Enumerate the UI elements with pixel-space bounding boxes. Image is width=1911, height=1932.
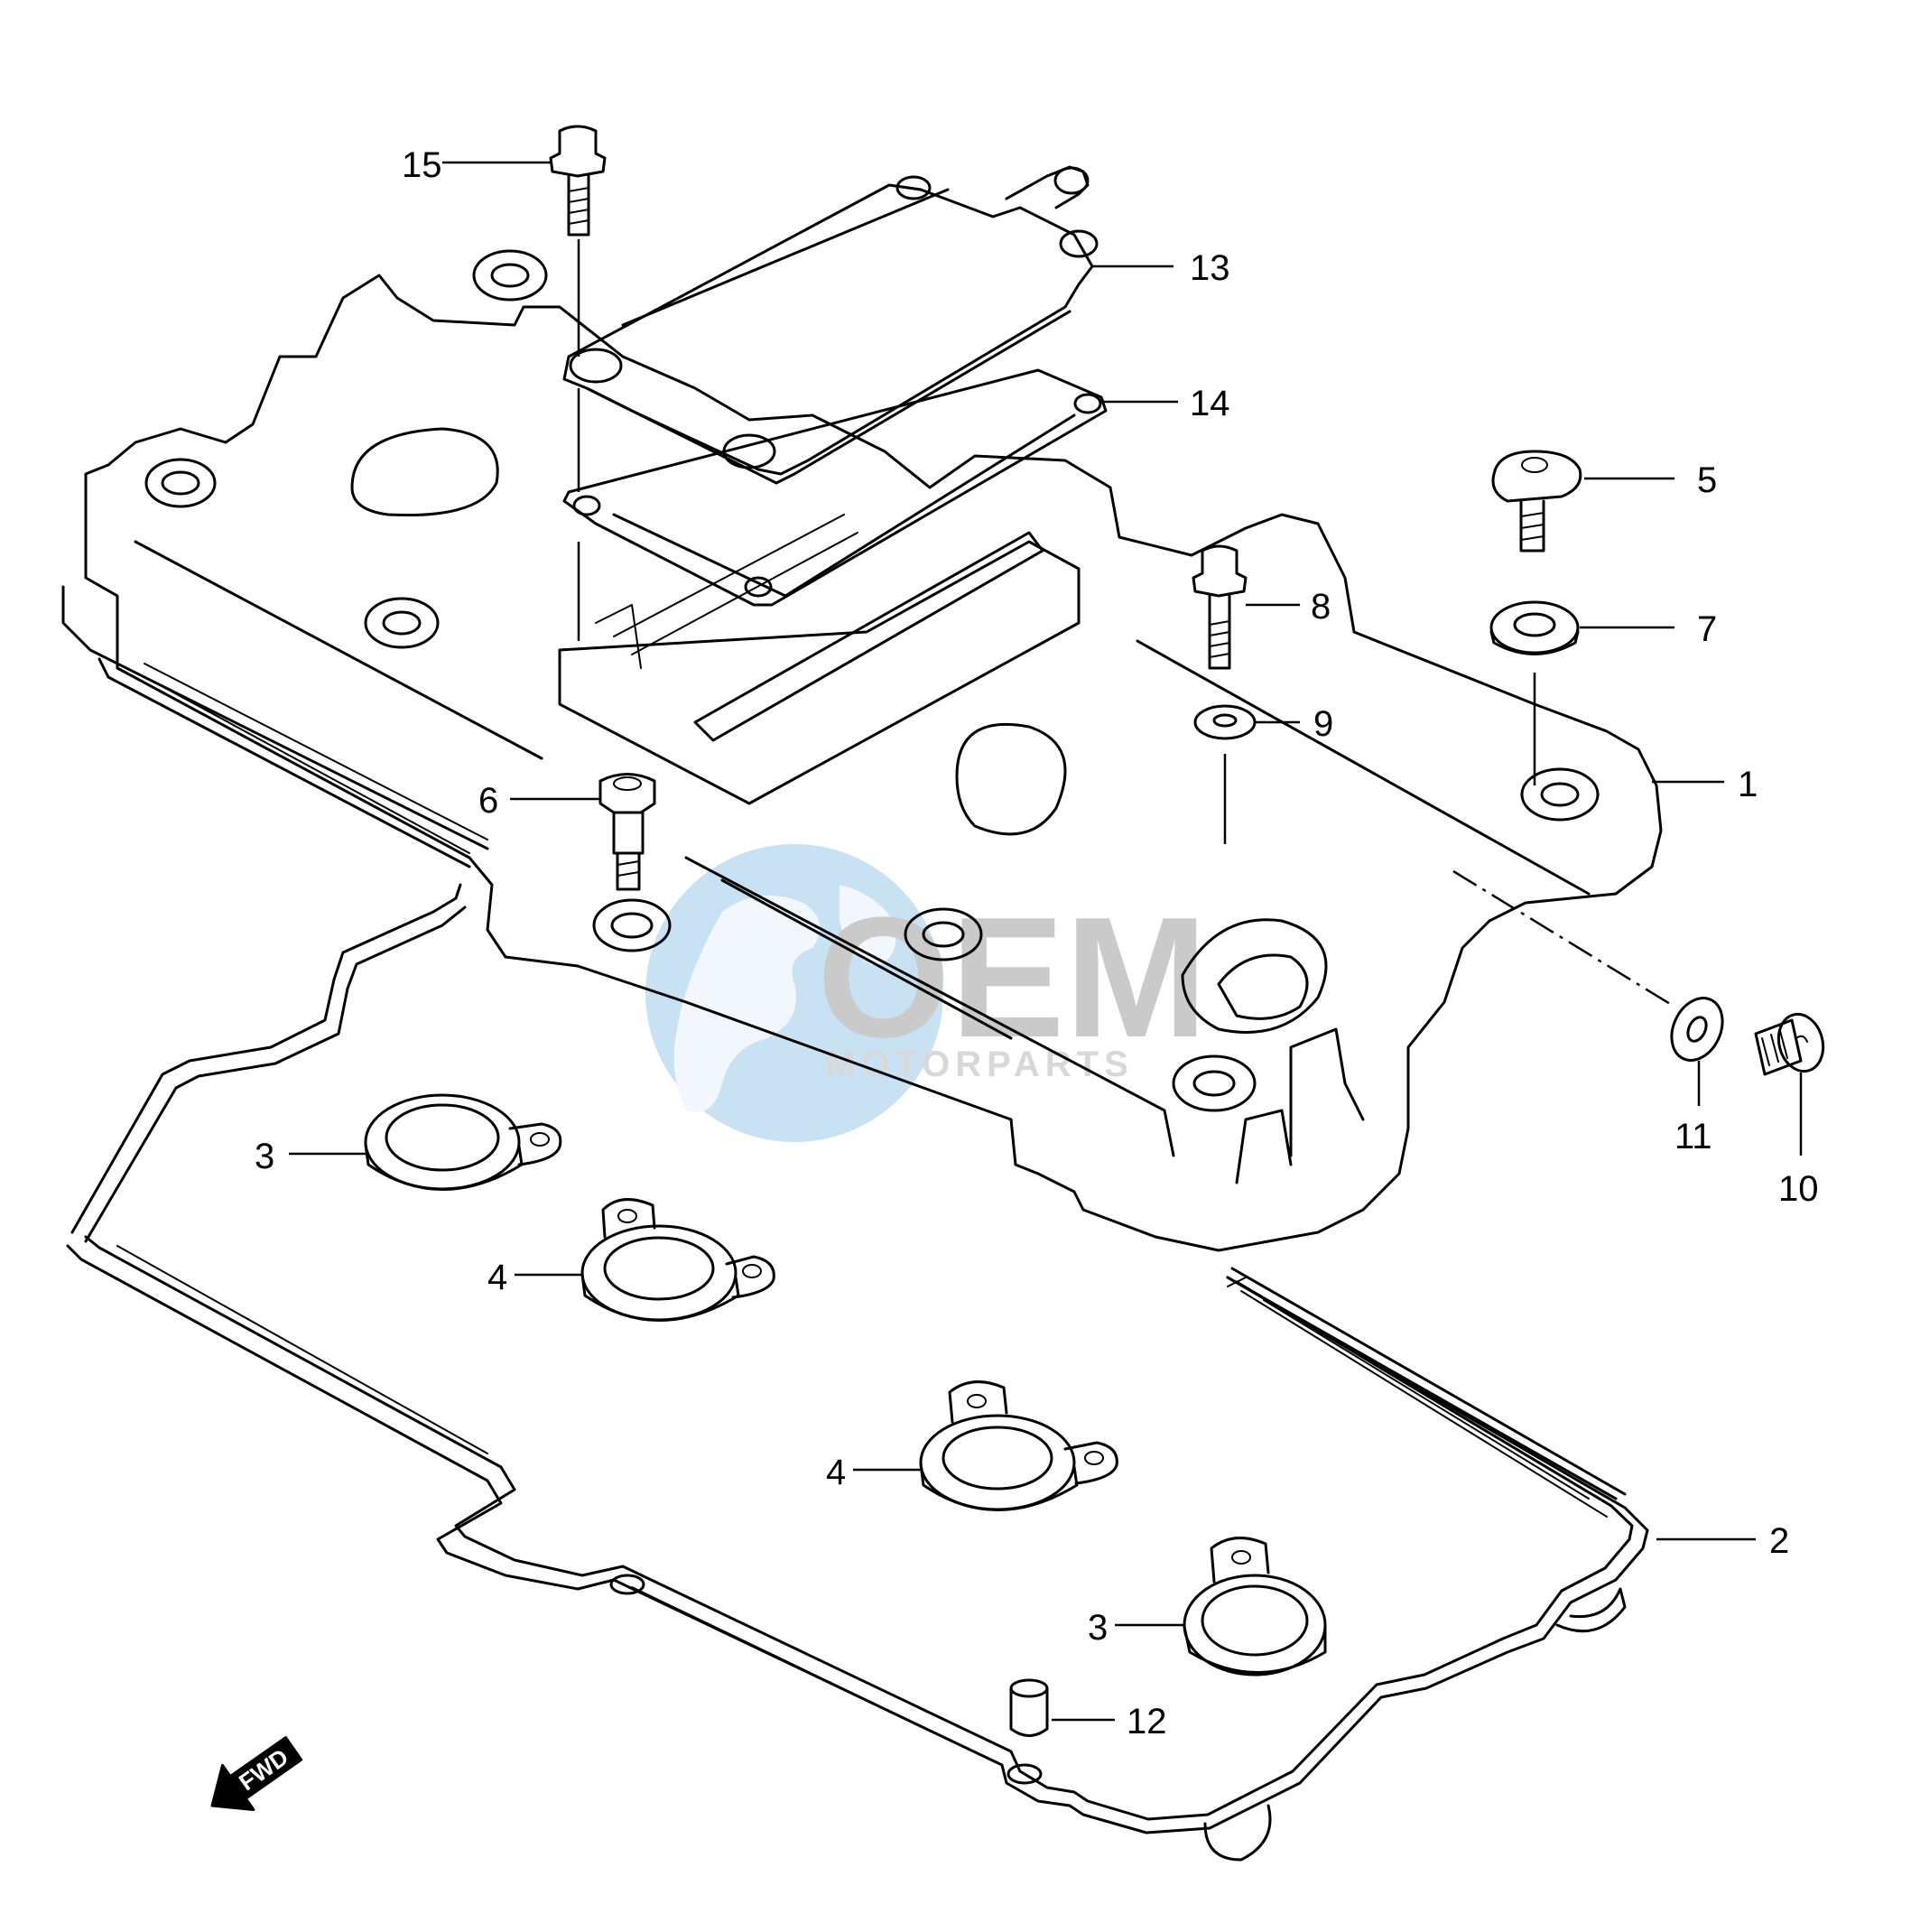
callout-6: 6: [478, 781, 498, 821]
breather-cover: [562, 165, 1099, 485]
washer-11: [1670, 997, 1724, 1062]
callout-9: 9: [1313, 704, 1333, 744]
bolt-5: [1491, 450, 1582, 553]
callout-5: 5: [1697, 460, 1717, 500]
bolt-6: [598, 773, 656, 891]
callout-15: 15: [402, 145, 442, 185]
callout-1: 1: [1738, 765, 1758, 804]
callout-14: 14: [1190, 384, 1230, 423]
plug-hole-gasket-4-upper: [580, 1198, 775, 1322]
assembly-lines: [577, 239, 1675, 1008]
callout-4-upper: 4: [487, 1258, 507, 1297]
washer-9: [1193, 704, 1257, 740]
callout-7: 7: [1697, 609, 1717, 649]
fwd-arrow-icon: FWD: [210, 1736, 303, 1811]
callout-10: 10: [1778, 1169, 1819, 1209]
watermark: OEM MOTORPARTS: [645, 844, 1208, 1142]
grommet-7: [1489, 600, 1580, 655]
bolt-15: [549, 125, 607, 237]
plug-hole-gasket-3-lower: [1183, 1537, 1327, 1677]
bolt-8: [1192, 544, 1248, 670]
callout-leaders: [289, 161, 1803, 1722]
callout-12: 12: [1127, 1702, 1167, 1742]
callout-2: 2: [1769, 1521, 1789, 1561]
watermark-sub: MOTORPARTS: [826, 1045, 1134, 1084]
callout-13: 13: [1190, 248, 1230, 288]
cylinder-head-cover: [61, 249, 1663, 1252]
plug-hole-gasket-4-lower: [919, 1380, 1118, 1511]
watermark-brand: OEM: [817, 882, 1208, 1073]
head-cover-gasket: [66, 883, 1649, 1862]
breather-gasket: [562, 368, 1108, 607]
dowel-12: [1009, 1678, 1049, 1737]
callout-3-upper: 3: [255, 1137, 274, 1176]
callout-4-lower: 4: [826, 1453, 846, 1492]
plug-10: [1754, 1012, 1825, 1076]
callout-labels: 15 13 14 5 8 7 9 1 6 11 10 3 4 4 3 2 12: [255, 145, 1819, 1742]
callout-3-lower: 3: [1088, 1608, 1108, 1648]
callout-8: 8: [1311, 587, 1331, 627]
callout-11: 11: [1674, 1117, 1712, 1156]
plug-hole-gasket-3-upper: [364, 1093, 562, 1191]
